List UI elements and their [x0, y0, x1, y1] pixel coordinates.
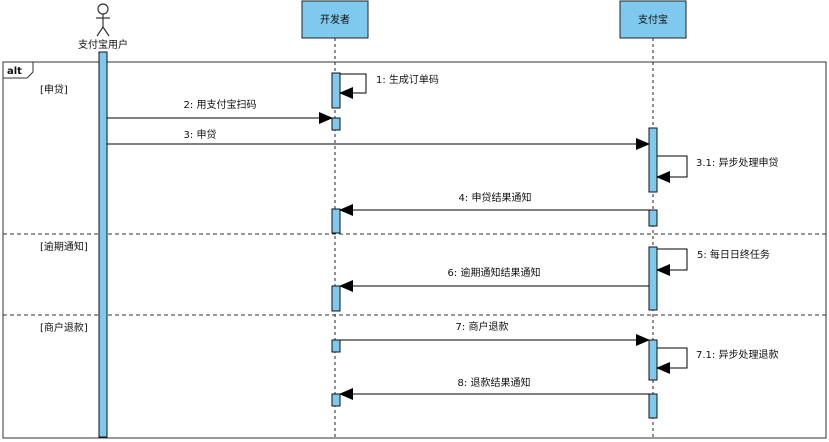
message-arrow-5 — [656, 248, 688, 276]
guard-apply-loan: [申贷] — [40, 83, 68, 96]
actor-user-icon — [96, 3, 110, 37]
message-arrow-7-1 — [656, 347, 688, 374]
message-label-3-1: 3.1: 异步处理申贷 — [696, 156, 778, 169]
activation-dev-1 — [331, 72, 341, 109]
activation-alipay-4 — [648, 339, 658, 381]
activation-alipay-3 — [648, 246, 658, 311]
message-label-8: 8: 退款结果通知 — [458, 376, 531, 389]
message-label-5: 5: 每日日终任务 — [697, 248, 770, 261]
message-label-4: 4: 申贷结果通知 — [459, 191, 532, 204]
activation-alipay-2 — [648, 209, 658, 227]
activation-dev-4 — [331, 285, 341, 312]
message-arrow-1 — [339, 73, 367, 99]
message-label-7: 7: 商户退款 — [456, 320, 509, 333]
participant-dev-box — [301, 0, 369, 39]
message-label-3: 3: 申贷 — [184, 128, 217, 141]
guard-merchant-refund: [商户退款] — [40, 321, 88, 334]
guard-overdue-notice: [逾期通知] — [40, 240, 88, 253]
activation-dev-3 — [331, 208, 341, 234]
activation-dev-5 — [331, 339, 341, 353]
alt-frame-tag — [2, 61, 34, 79]
activation-user — [98, 51, 108, 438]
participant-user-label: 支付宝用户 — [78, 38, 128, 51]
activation-alipay-1 — [648, 127, 658, 193]
activation-dev-2 — [331, 117, 341, 131]
participant-alipay-box — [619, 0, 687, 39]
message-label-7-1: 7.1: 异步处理退款 — [696, 348, 778, 361]
message-label-1: 1: 生成订单码 — [376, 73, 439, 86]
participant-alipay-label: 支付宝 — [638, 13, 668, 26]
alt-label: alt — [7, 66, 22, 77]
alt-frame — [2, 61, 827, 439]
participant-dev-label: 开发者 — [320, 13, 350, 26]
message-label-2: 2: 用支付宝扫码 — [184, 98, 257, 111]
activation-alipay-5 — [648, 393, 658, 419]
message-arrow-3-1 — [656, 155, 688, 183]
message-label-6: 6: 逾期通知结果通知 — [448, 266, 541, 279]
activation-dev-6 — [331, 393, 341, 407]
